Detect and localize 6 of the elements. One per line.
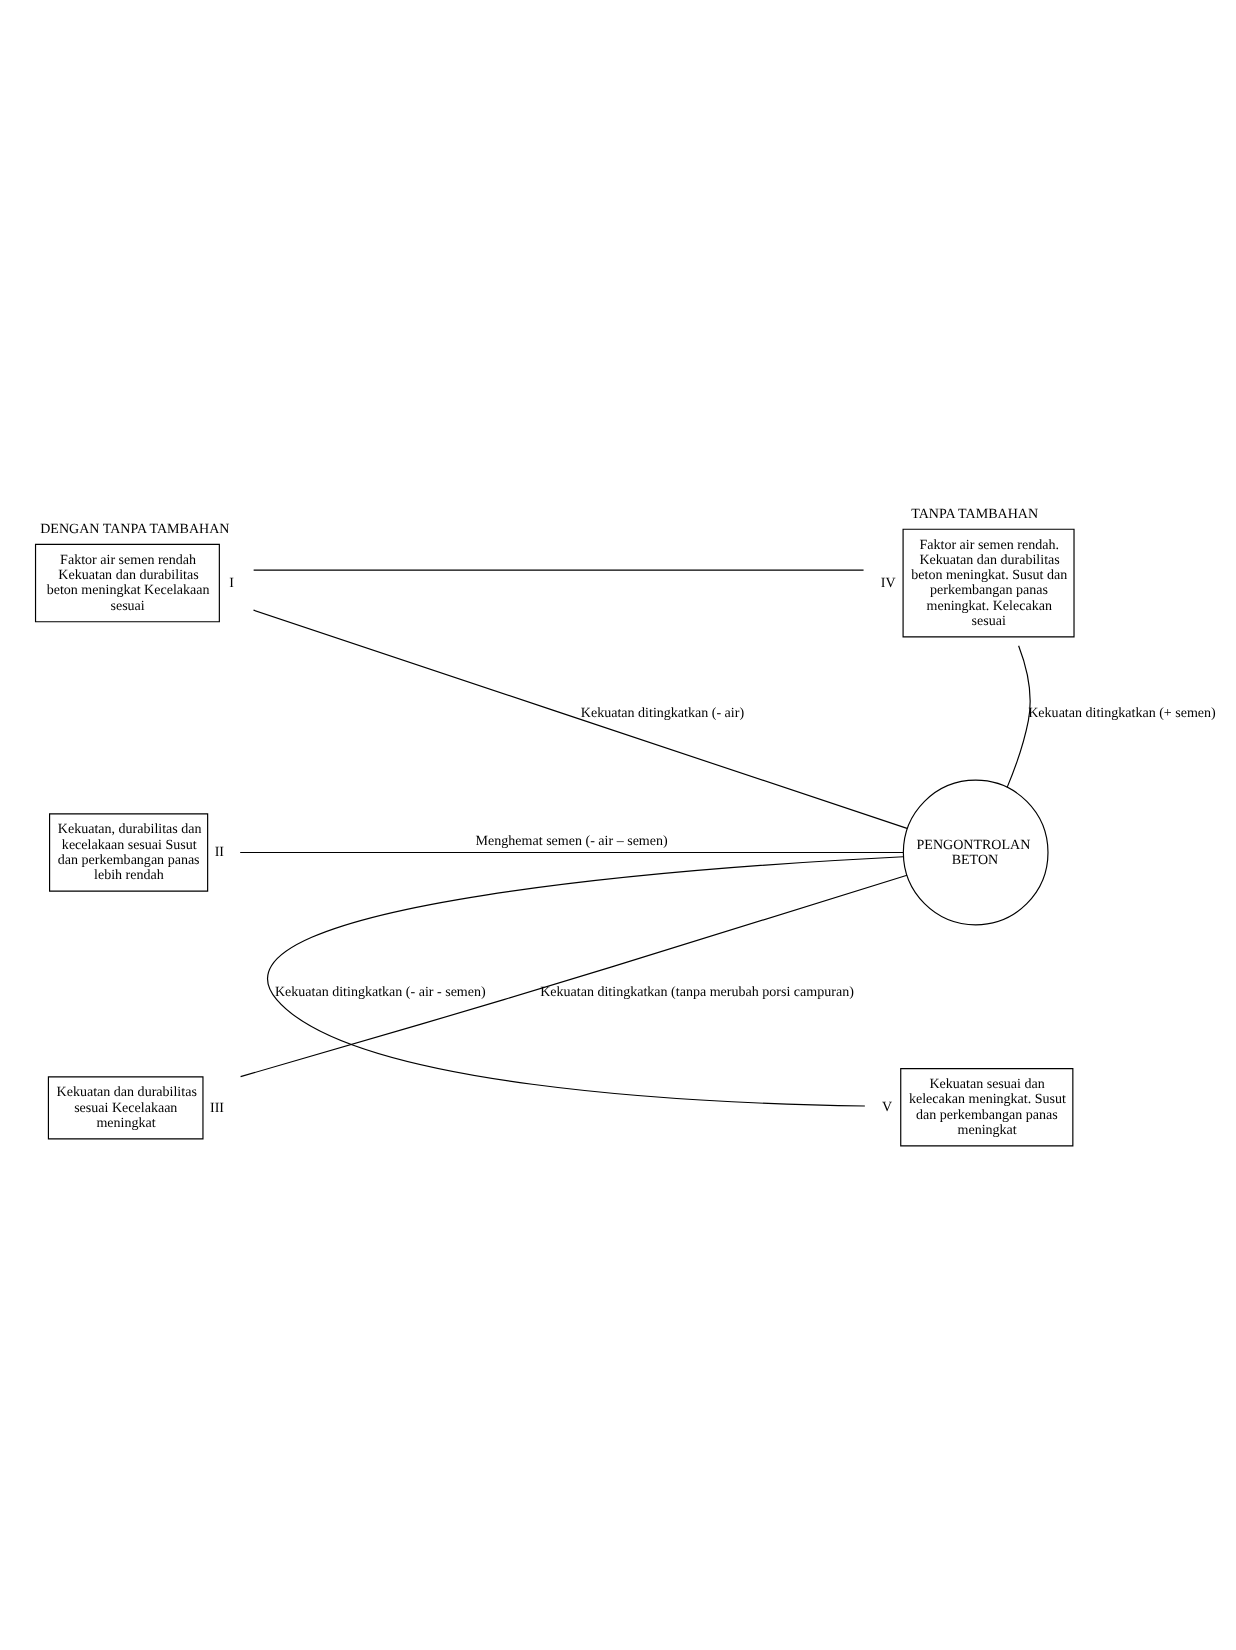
connector bbox=[252, 609, 908, 829]
connector bbox=[267, 856, 904, 1107]
connector bbox=[1006, 645, 1031, 788]
connector bbox=[240, 874, 908, 1078]
connector bbox=[239, 851, 904, 854]
connector bbox=[253, 569, 865, 571]
